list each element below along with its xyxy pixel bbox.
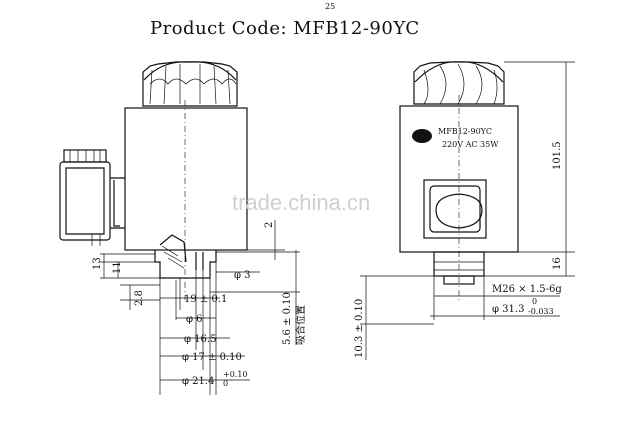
manufacturer-logo bbox=[412, 129, 432, 143]
dim-11: 11 bbox=[112, 261, 123, 274]
left-view: φ 3 19 ± 0.1 φ 6 φ 16.5 φ 17 ± 0.10 φ 21… bbox=[59, 61, 307, 395]
left-armature bbox=[154, 234, 217, 279]
dim-m26: M26 × 1.5-6g bbox=[492, 284, 562, 295]
page-number: 25 bbox=[325, 2, 335, 11]
product-code-title: Product Code: MFB12-90YC bbox=[150, 18, 420, 39]
dim-phi31-3: φ 31.3 bbox=[492, 304, 524, 315]
label-rating: 220V AC 35W bbox=[442, 140, 499, 149]
left-connector-plug bbox=[59, 149, 125, 246]
dim-phi6: φ 6 bbox=[186, 314, 203, 325]
dim-phi3: φ 3 bbox=[234, 270, 251, 281]
dim-phi21-4-tol-lower: 0 bbox=[223, 379, 228, 388]
right-view: MFB12-90YC 220V AC 35W 101.5 16 10.3 ± 0… bbox=[354, 61, 575, 360]
left-coil-body bbox=[124, 107, 248, 251]
label-model: MFB12-90YC bbox=[438, 127, 492, 136]
dim-16: 16 bbox=[552, 257, 563, 270]
dim-19: 19 ± 0.1 bbox=[184, 294, 227, 305]
left-knurled-cap bbox=[142, 61, 238, 107]
dim-phi31-3-tol-upper: 0 bbox=[532, 297, 537, 306]
dim-101-5: 101.5 bbox=[552, 141, 563, 170]
dim-2-8: 2.8 bbox=[134, 290, 145, 306]
note-attraction-position: 吸合位置 bbox=[294, 305, 307, 345]
dim-phi16-5: φ 16.5 bbox=[184, 334, 216, 345]
dim-phi31-3-tol-lower: -0.033 bbox=[528, 307, 554, 316]
dim-5-6: 5.6 ± 0.10 bbox=[282, 292, 293, 345]
dim-2: 2 bbox=[264, 222, 275, 228]
dim-phi17: φ 17 ± 0.10 bbox=[182, 352, 242, 363]
right-knurled-cap bbox=[413, 61, 505, 105]
dim-10-3: 10.3 ± 0.10 bbox=[354, 299, 365, 358]
watermark: trade.china.cn bbox=[232, 190, 370, 215]
dim-phi21-4-tol-upper: +0.10 bbox=[223, 370, 248, 379]
dim-13: 13 bbox=[92, 257, 103, 270]
coil-label: MFB12-90YC 220V AC 35W bbox=[412, 127, 499, 149]
right-connector-socket bbox=[423, 179, 487, 239]
right-threaded-stub bbox=[433, 251, 485, 285]
dim-phi21-4: φ 21.4 bbox=[182, 376, 214, 387]
